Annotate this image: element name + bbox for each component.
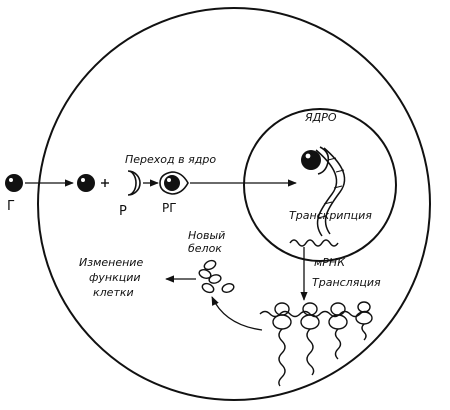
transcription-label: Транскрипция <box>289 209 372 222</box>
translation-label: Трансляция <box>312 276 381 289</box>
transfer-label: Переход в ядро <box>125 153 216 166</box>
function-change-line1: Изменение <box>79 256 143 269</box>
plus-icon <box>101 179 109 187</box>
complex-label: РГ <box>162 201 177 215</box>
cell-membrane <box>37 7 431 401</box>
hormone-label: Г <box>7 199 15 214</box>
nascent-chain-icon <box>361 323 367 341</box>
ribosome-icon <box>355 301 373 325</box>
mrna-label: мРНК <box>314 256 346 269</box>
new-protein-icon <box>198 259 235 294</box>
receptor-hormone-complex-icon <box>159 171 189 195</box>
dna-helix-icon <box>315 147 346 237</box>
nucleus-membrane <box>243 108 397 262</box>
nascent-chain-icon <box>278 328 286 387</box>
nascent-chain-icon <box>306 328 315 376</box>
arrow-to-protein <box>211 296 263 331</box>
mrna-strand-icon <box>289 239 339 247</box>
receptor-icon <box>127 170 141 196</box>
new-protein-label-line2: белок <box>188 242 222 255</box>
function-change-line2: функции <box>89 271 141 284</box>
function-change-line3: клетки <box>93 286 134 299</box>
receptor-label: Р <box>119 204 127 219</box>
hormone-inside-icon <box>77 174 95 192</box>
new-protein-label-line1: Новый <box>188 229 225 242</box>
nascent-chain-icon <box>334 328 342 360</box>
hormone-icon <box>5 174 23 192</box>
complex-on-dna-icon <box>301 146 330 175</box>
nucleus-label: ЯДРО <box>304 111 337 124</box>
